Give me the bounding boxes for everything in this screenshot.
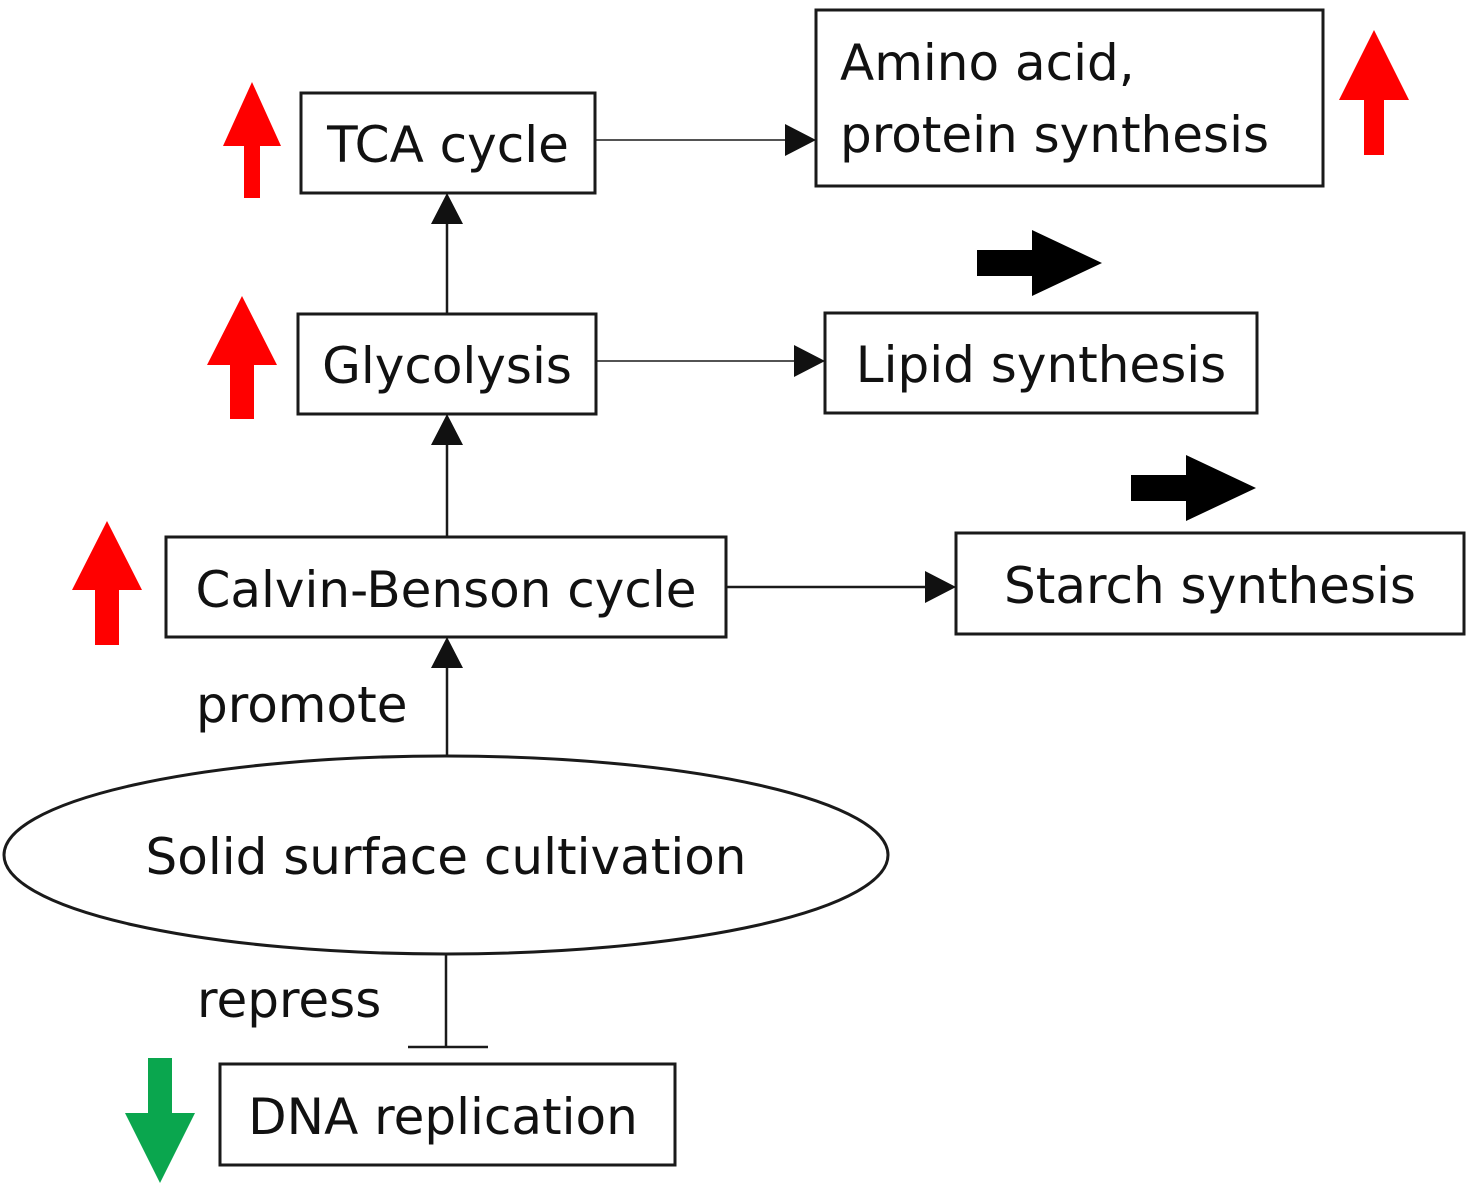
arrowhead-icon xyxy=(431,637,463,668)
edge-calvin-to-starch xyxy=(726,571,956,603)
arrowhead-icon xyxy=(785,124,816,156)
edge-solid-to-dna-repress: repress xyxy=(197,954,488,1049)
right-arrow-icon-lipid xyxy=(977,230,1102,296)
node-dna-replication-label: DNA replication xyxy=(248,1088,638,1146)
node-glycolysis-label: Glycolysis xyxy=(322,337,572,395)
up-arrow-icon-amino-acid xyxy=(1339,30,1409,155)
up-arrow-icon-glycolysis xyxy=(207,296,277,419)
arrowhead-icon xyxy=(794,345,825,377)
node-tca-cycle-label: TCA cycle xyxy=(326,116,569,174)
up-arrow-icon-calvin-benson xyxy=(72,521,142,645)
node-amino-acid-label-line1: Amino acid, xyxy=(840,34,1135,92)
arrowhead-icon xyxy=(925,571,956,603)
node-lipid-synthesis: Lipid synthesis xyxy=(823,311,1259,415)
arrowhead-icon xyxy=(431,193,463,224)
edge-calvin-to-glycolysis xyxy=(431,414,463,537)
down-arrow-icon-dna xyxy=(125,1058,195,1183)
node-glycolysis: Glycolysis xyxy=(296,312,598,416)
edge-label-promote: promote xyxy=(196,676,407,734)
edge-solid-to-calvin-promote: promote xyxy=(196,637,463,756)
node-lipid-synthesis-label: Lipid synthesis xyxy=(856,336,1226,394)
right-arrow-icon-starch xyxy=(1131,455,1256,521)
up-arrow-icon-tca xyxy=(223,82,281,198)
edge-glycolysis-to-tca xyxy=(431,193,463,314)
node-amino-acid-label-line2: protein synthesis xyxy=(840,106,1269,164)
node-amino-acid-protein-synthesis: Amino acid, protein synthesis xyxy=(814,8,1325,188)
node-calvin-benson-cycle: Calvin-Benson cycle xyxy=(164,535,728,639)
node-solid-surface-label: Solid surface cultivation xyxy=(145,828,746,886)
node-starch-synthesis-label: Starch synthesis xyxy=(1004,557,1416,615)
edge-tca-to-amino-acid xyxy=(595,124,816,156)
node-dna-replication: DNA replication xyxy=(218,1062,677,1167)
node-solid-surface-cultivation: Solid surface cultivation xyxy=(2,754,890,956)
edge-label-repress: repress xyxy=(197,971,381,1029)
node-tca-cycle: TCA cycle xyxy=(299,91,597,195)
node-starch-synthesis: Starch synthesis xyxy=(954,531,1466,636)
arrowhead-icon xyxy=(431,414,463,445)
edge-glycolysis-to-lipid xyxy=(596,345,825,377)
node-calvin-benson-label: Calvin-Benson cycle xyxy=(195,561,696,619)
